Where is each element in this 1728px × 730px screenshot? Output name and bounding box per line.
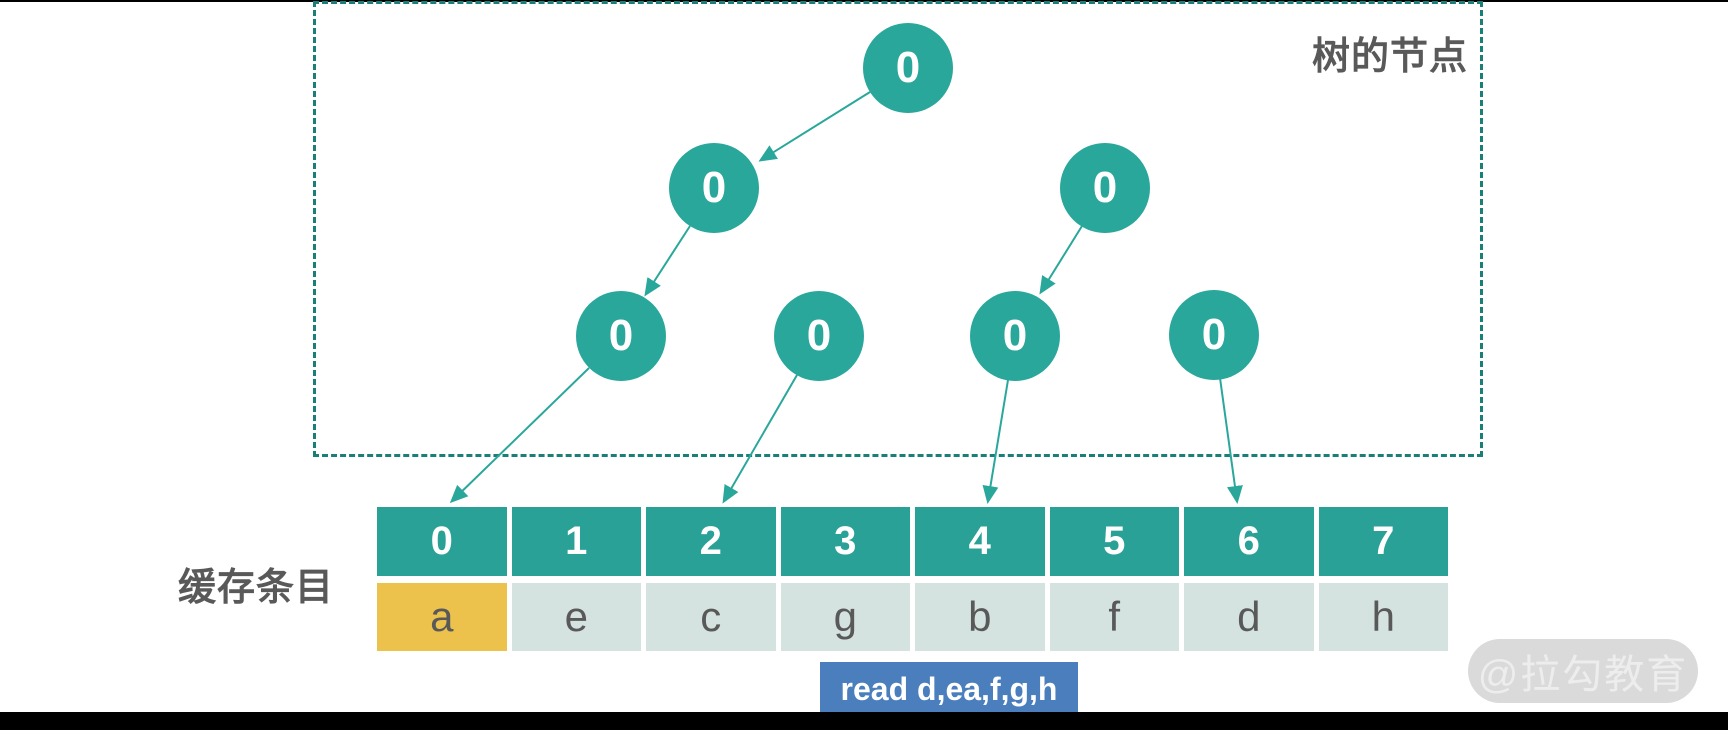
- cache-index-cell-7: 7: [1318, 507, 1448, 576]
- cache-index-cell-3: 3: [780, 507, 910, 576]
- cache-value-cell-3: g: [780, 583, 910, 651]
- tree-node-l2-right: 0: [1060, 143, 1150, 233]
- tree-node-root: 0: [863, 23, 953, 113]
- tree-nodes-dashed-region: [313, 1, 1483, 457]
- cache-value-cell-4: b: [915, 583, 1045, 651]
- cache-entries-label: 缓存条目: [178, 567, 335, 609]
- cache-value-cell-7: h: [1318, 583, 1448, 651]
- cache-value-cell-5: f: [1049, 583, 1179, 651]
- cache-index-cell-6: 6: [1184, 507, 1314, 576]
- watermark-badge: @拉勾教育: [1468, 639, 1698, 703]
- cache-value-cell-6: d: [1184, 583, 1314, 651]
- read-sequence-badge: read d,ea,f,g,h: [820, 662, 1078, 717]
- cache-value-row: a e c g b f d h: [377, 583, 1448, 651]
- tree-node-l3-1: 0: [576, 291, 666, 381]
- tree-node-l3-2: 0: [774, 291, 864, 381]
- cache-index-cell-2: 2: [646, 507, 776, 576]
- cache-value-cell-2: c: [646, 583, 776, 651]
- cache-index-cell-5: 5: [1049, 507, 1179, 576]
- cache-index-cell-1: 1: [511, 507, 641, 576]
- tree-node-l3-4: 0: [1169, 290, 1259, 380]
- cache-index-cell-4: 4: [915, 507, 1045, 576]
- cache-index-cell-0: 0: [377, 507, 507, 576]
- cache-value-cell-1: e: [511, 583, 641, 651]
- cache-value-cell-0: a: [377, 583, 507, 651]
- bottom-black-bar: [0, 712, 1728, 730]
- cache-index-row: 0 1 2 3 4 5 6 7: [377, 507, 1448, 576]
- tree-nodes-label: 树的节点: [1311, 36, 1468, 78]
- tree-node-l3-3: 0: [970, 291, 1060, 381]
- tree-node-l2-left: 0: [669, 143, 759, 233]
